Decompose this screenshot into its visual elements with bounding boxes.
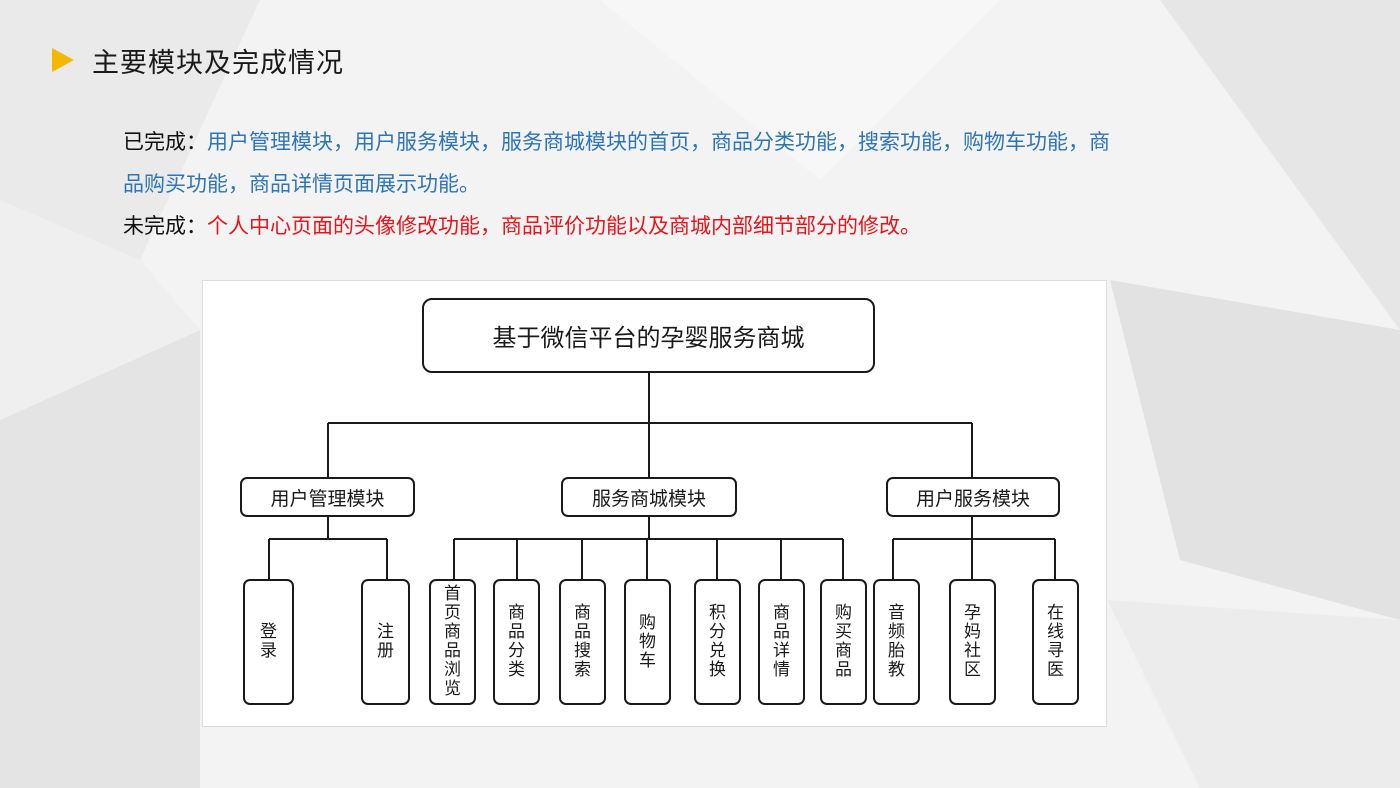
completed-text-2: 品购买功能，商品详情页面展示功能。 xyxy=(123,172,480,196)
slide-title: 主要模块及完成情况 xyxy=(92,47,344,79)
leaf-label: 登录 xyxy=(260,622,277,661)
slide-title-row: 主要模块及完成情况 xyxy=(52,40,344,80)
leaf-node: 音频胎教 xyxy=(873,579,920,705)
leaf-label: 商品搜索 xyxy=(574,603,591,680)
leaf-node: 登录 xyxy=(243,579,294,705)
leaf-node: 商品分类 xyxy=(493,579,540,705)
module-node-user-service: 用户服务模块 xyxy=(886,477,1060,517)
incomplete-text: 个人中心页面的头像修改功能，商品评价功能以及商城内部细节部分的修改。 xyxy=(207,214,921,238)
leaf-node: 注册 xyxy=(361,579,410,705)
leaf-node: 在线寻医 xyxy=(1032,579,1079,705)
leaf-label: 在线寻医 xyxy=(1047,603,1064,680)
leaf-label: 商品详情 xyxy=(773,603,790,680)
incomplete-label: 未完成： xyxy=(123,214,207,238)
leaf-node: 孕妈社区 xyxy=(949,579,996,705)
leaf-node: 购买商品 xyxy=(820,579,867,705)
leaf-node: 商品详情 xyxy=(758,579,805,705)
leaf-label: 商品分类 xyxy=(508,603,525,680)
leaf-label: 孕妈社区 xyxy=(964,603,981,680)
root-node: 基于微信平台的孕婴服务商城 xyxy=(422,298,875,373)
leaf-label: 音频胎教 xyxy=(888,603,905,680)
leaf-node: 商品搜索 xyxy=(559,579,606,705)
completed-label: 已完成： xyxy=(123,130,207,154)
incomplete-line: 未完成：个人中心页面的头像修改功能，商品评价功能以及商城内部细节部分的修改。 xyxy=(123,205,921,247)
leaf-node: 首页商品浏览 xyxy=(429,579,476,705)
leaf-node: 积分兑换 xyxy=(694,579,741,705)
diagram-connectors xyxy=(268,373,1056,579)
leaf-node: 购物车 xyxy=(624,579,671,705)
completed-line-1: 已完成：用户管理模块，用户服务模块，服务商城模块的首页，商品分类功能，搜索功能，… xyxy=(123,121,1110,163)
leaf-label: 购物车 xyxy=(639,612,656,671)
completed-text-1: 用户管理模块，用户服务模块，服务商城模块的首页，商品分类功能，搜索功能，购物车功… xyxy=(207,130,1110,154)
module-node-user-management: 用户管理模块 xyxy=(240,477,415,517)
leaf-label: 购买商品 xyxy=(835,603,852,680)
completed-line-2: 品购买功能，商品详情页面展示功能。 xyxy=(123,163,480,205)
title-triangle-icon xyxy=(52,48,74,72)
module-diagram: 基于微信平台的孕婴服务商城 用户管理模块 服务商城模块 用户服务模块 登录 注册… xyxy=(202,280,1107,727)
module-node-mall: 服务商城模块 xyxy=(561,477,737,517)
leaf-label: 积分兑换 xyxy=(709,603,726,680)
leaf-label: 首页商品浏览 xyxy=(444,584,461,699)
leaf-label: 注册 xyxy=(377,622,394,661)
